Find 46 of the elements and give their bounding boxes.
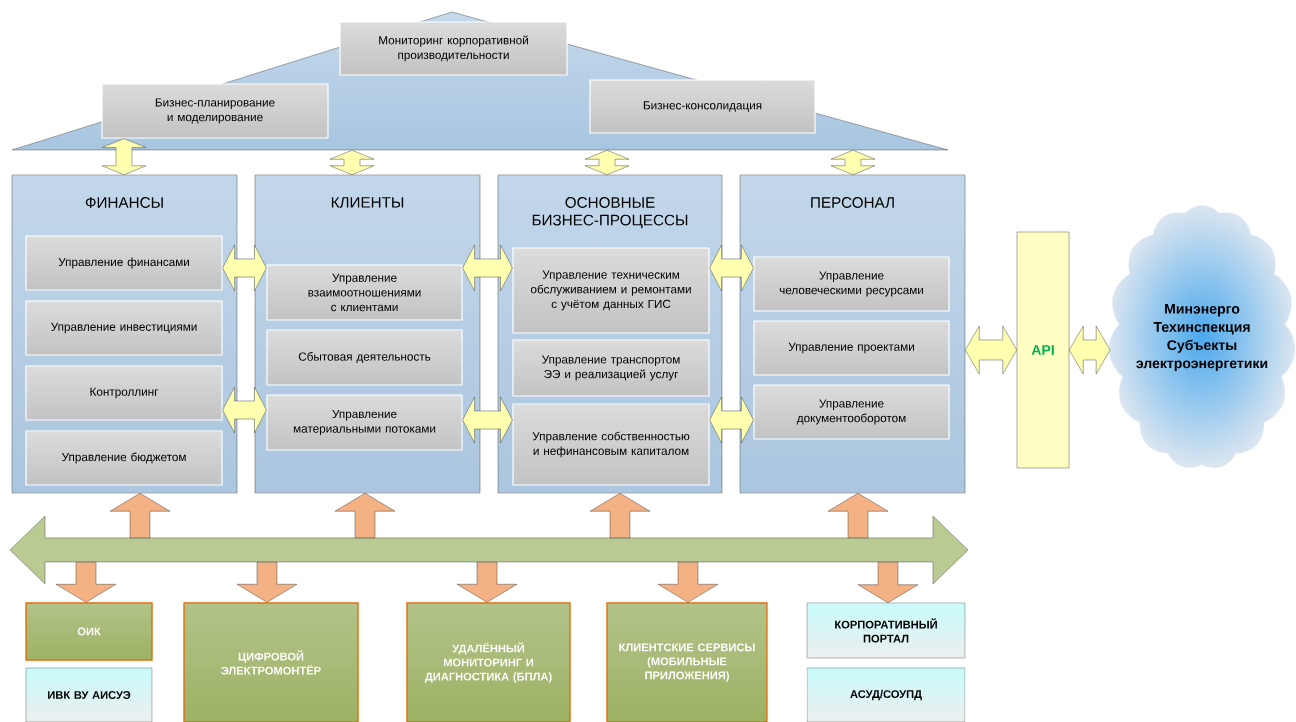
process-box: Управление инвестициями	[25, 300, 223, 356]
process-box: Управление финансами	[25, 235, 223, 291]
double-arrow-band	[9, 515, 969, 585]
process-box: Управление собственностью и нефинансовым капиталом	[512, 403, 710, 486]
process-box: Управление материальными потоками	[266, 394, 463, 451]
double-block-arrow	[709, 244, 754, 292]
system-box: АСУД/СОУПД	[806, 667, 966, 722]
double-block-arrow	[222, 244, 267, 292]
block-arrow	[657, 562, 719, 603]
block-arrow	[55, 562, 117, 603]
system-box: ОИК	[25, 602, 153, 661]
process-box: Управление документооборотом	[753, 384, 950, 440]
process-box: Управление взаимоотношениями с клиентами	[266, 264, 463, 321]
process-box: Управление проектами	[753, 320, 950, 376]
api-bar: API	[1016, 231, 1070, 469]
process-box: Управление человеческими ресурсами	[753, 256, 950, 312]
block-arrow	[589, 493, 651, 538]
process-box: Управление техническим обслуживанием и ремонтами с учётом данных ГИС	[512, 247, 710, 334]
process-box: Сбытовая деятельность	[266, 329, 463, 386]
block-arrow	[334, 493, 396, 538]
double-block-arrow	[584, 150, 630, 175]
block-arrow	[236, 562, 298, 603]
system-box: ИВК ВУ АИСУЭ	[25, 667, 153, 722]
double-block-arrow	[222, 386, 267, 434]
double-block-arrow	[965, 325, 1017, 375]
block-arrow	[827, 493, 889, 538]
process-box: Бизнес-планирование и моделирование	[101, 83, 329, 139]
double-block-arrow	[462, 244, 513, 292]
block-arrow	[857, 562, 919, 603]
process-box: Управление транспортом ЭЭ и реализацией услуг	[512, 339, 710, 397]
double-block-arrow	[830, 150, 876, 175]
system-box: КЛИЕНТСКИЕ СЕРВИСЫ (МОБИЛЬНЫЕ ПРИЛОЖЕНИЯ)	[606, 602, 768, 722]
system-box: УДАЛЁННЫЙ МОНИТОРИНГ И ДИАГНОСТИКА (БПЛА)	[406, 602, 571, 722]
block-arrow	[456, 562, 518, 603]
double-block-arrow	[1069, 325, 1111, 375]
system-box: ЦИФРОВОЙ ЭЛЕКТРОМОНТЁР	[183, 602, 359, 722]
process-box: Мониторинг корпоративной производительности	[339, 21, 568, 76]
process-box: Управление бюджетом	[25, 430, 223, 486]
system-box: КОРПОРАТИВНЫЙ ПОРТАЛ	[806, 602, 966, 659]
double-block-arrow	[462, 396, 513, 444]
double-block-arrow	[101, 138, 147, 175]
double-block-arrow	[329, 150, 375, 175]
process-box: Контроллинг	[25, 365, 223, 421]
process-box: Бизнес-консолидация	[589, 79, 816, 134]
block-arrow	[109, 493, 171, 538]
double-block-arrow	[709, 396, 754, 444]
